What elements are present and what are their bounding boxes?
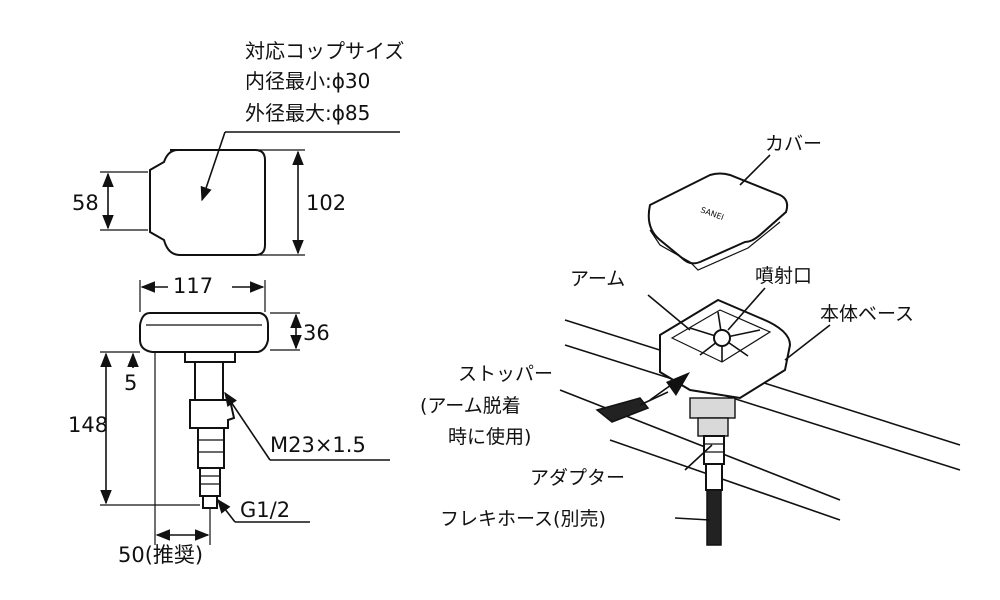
thread-g12: G1/2 <box>240 498 290 522</box>
dim-5: 5 <box>124 371 137 395</box>
thread-m23: M23×1.5 <box>270 433 366 457</box>
spec-outer-diameter: 外径最大:ϕ85 <box>245 101 370 125</box>
cover: SANEI <box>647 172 789 271</box>
side-view <box>100 280 390 545</box>
dim-50: 50(推奨) <box>118 543 203 567</box>
stopper <box>595 372 690 423</box>
label-nozzle: 噴射口 <box>755 265 812 287</box>
top-view <box>100 131 400 256</box>
spec-text: 対応コップサイズ 内径最小:ϕ30 外径最大:ϕ85 <box>245 39 404 125</box>
dim-117: 117 <box>173 274 213 298</box>
dim-102: 102 <box>306 191 346 215</box>
dim-148: 148 <box>68 413 108 437</box>
label-adapter: アダプター <box>530 467 625 489</box>
spec-inner-diameter: 内径最小:ϕ30 <box>245 69 370 93</box>
label-body-base: 本体ベース <box>820 303 914 325</box>
adapter-and-hose <box>697 417 729 546</box>
dim-36: 36 <box>303 321 330 345</box>
label-hose: フレキホース(別売) <box>440 508 606 530</box>
dim-58: 58 <box>72 191 99 215</box>
label-arm: アーム <box>570 268 625 290</box>
arm <box>689 311 761 362</box>
label-leaders <box>647 154 831 521</box>
label-cover: カバー <box>765 133 822 155</box>
label-stopper-note-1: (アーム脱着 <box>420 395 521 417</box>
label-stopper-note-2: 時に使用) <box>448 426 531 448</box>
label-stopper: ストッパー <box>458 363 553 385</box>
body-base <box>659 298 792 419</box>
spec-title: 対応コップサイズ <box>245 39 404 63</box>
